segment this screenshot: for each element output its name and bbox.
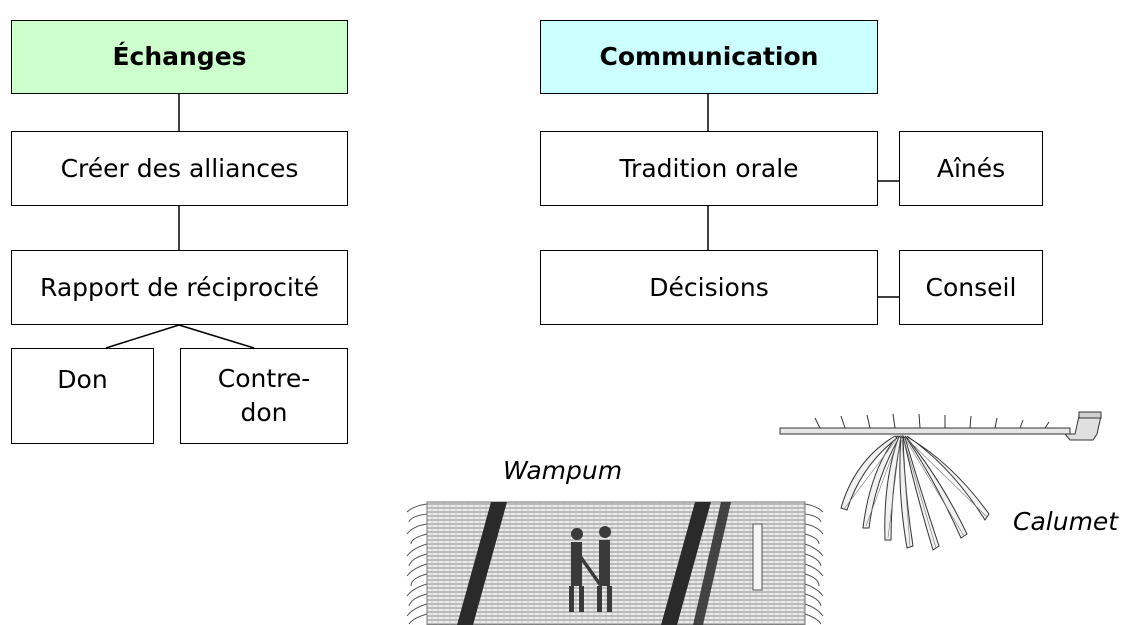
don-box: Don (11, 348, 154, 444)
decisions-box: Décisions (540, 250, 878, 325)
reciprocite-box: Rapport de réciprocité (11, 250, 348, 325)
alliances-label: Créer des alliances (60, 153, 299, 183)
decisions-label: Décisions (649, 272, 769, 302)
don-label: Don (57, 365, 108, 394)
contre-don-label-line1: Contre- (217, 364, 311, 394)
calumet-caption: Calumet (1013, 507, 1119, 536)
contre-don-label-line2: don (240, 398, 288, 427)
communication-box: Communication (540, 20, 878, 94)
tradition-orale-label: Tradition orale (619, 153, 799, 183)
connector-reciprocite-don (105, 324, 180, 349)
connector-reciprocite-contredon (178, 324, 255, 349)
calumet-illustration (779, 411, 1102, 551)
aines-box: Aînés (899, 131, 1043, 206)
alliances-box: Créer des alliances (11, 131, 348, 206)
echanges-title: Échanges (112, 42, 247, 72)
wampum-illustration (406, 501, 824, 625)
wampum-caption: Wampum (503, 456, 623, 485)
conseil-box: Conseil (899, 250, 1043, 325)
aines-label: Aînés (936, 153, 1006, 183)
communication-title: Communication (599, 42, 819, 72)
contre-don-box: Contre- don (180, 348, 348, 444)
conseil-label: Conseil (925, 272, 1017, 302)
echanges-box: Échanges (11, 20, 348, 94)
reciprocite-label: Rapport de réciprocité (40, 272, 319, 302)
tradition-orale-box: Tradition orale (540, 131, 878, 206)
